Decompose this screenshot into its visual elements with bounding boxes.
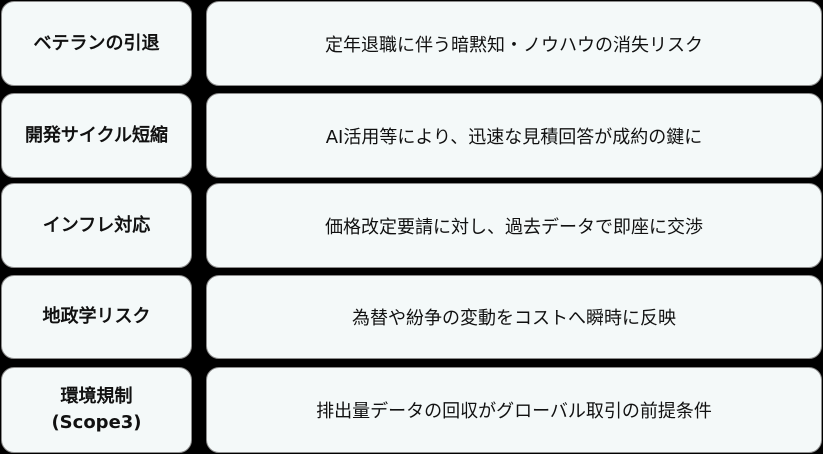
description-box: 定年退職に伴う暗黙知・ノウハウの消失リスク xyxy=(206,1,822,86)
row-description: 為替や紛争の変動をコストへ瞬時に反映 xyxy=(352,308,676,329)
row-description: AI活用等により、迅速な見積回答が成約の鍵に xyxy=(325,126,703,148)
description-box: 価格改定要請に対し、過去データで即座に交渉 xyxy=(206,183,822,268)
row-dev-cycle-shortening: 開発サイクル短縮 AI活用等により、迅速な見積回答が成約の鍵に xyxy=(0,93,823,178)
description-box: 為替や紛争の変動をコストへ瞬時に反映 xyxy=(206,275,822,359)
label-box: 地政学リスク xyxy=(1,275,192,359)
description-box: AI活用等により、迅速な見積回答が成約の鍵に xyxy=(206,93,822,178)
label-box: 環境規制 (Scope3) xyxy=(1,367,192,453)
row-description: 価格改定要請に対し、過去データで即座に交渉 xyxy=(325,216,703,238)
label-box: インフレ対応 xyxy=(1,183,192,268)
description-box: 排出量データの回収がグローバル取引の前提条件 xyxy=(206,367,822,453)
row-label: ベテランの引退 xyxy=(33,32,160,54)
row-geopolitical-risk: 地政学リスク 為替や紛争の変動をコストへ瞬時に反映 xyxy=(0,275,823,359)
row-inflation-response: インフレ対応 価格改定要請に対し、過去データで即座に交渉 xyxy=(0,183,823,268)
row-description: 排出量データの回収がグローバル取引の前提条件 xyxy=(316,401,712,422)
row-label: 地政学リスク xyxy=(42,306,151,327)
row-description: 定年退職に伴う暗黙知・ノウハウの消失リスク xyxy=(325,34,703,56)
row-environmental-regulation: 環境規制 (Scope3) 排出量データの回収がグローバル取引の前提条件 xyxy=(0,367,823,453)
row-label: インフレ対応 xyxy=(42,214,151,236)
row-label: 開発サイクル短縮 xyxy=(24,124,169,146)
row-label: 環境規制 (Scope3) xyxy=(51,386,142,433)
label-box: 開発サイクル短縮 xyxy=(1,93,192,178)
label-box: ベテランの引退 xyxy=(1,1,192,86)
row-veteran-retirement: ベテランの引退 定年退職に伴う暗黙知・ノウハウの消失リスク xyxy=(0,1,823,86)
